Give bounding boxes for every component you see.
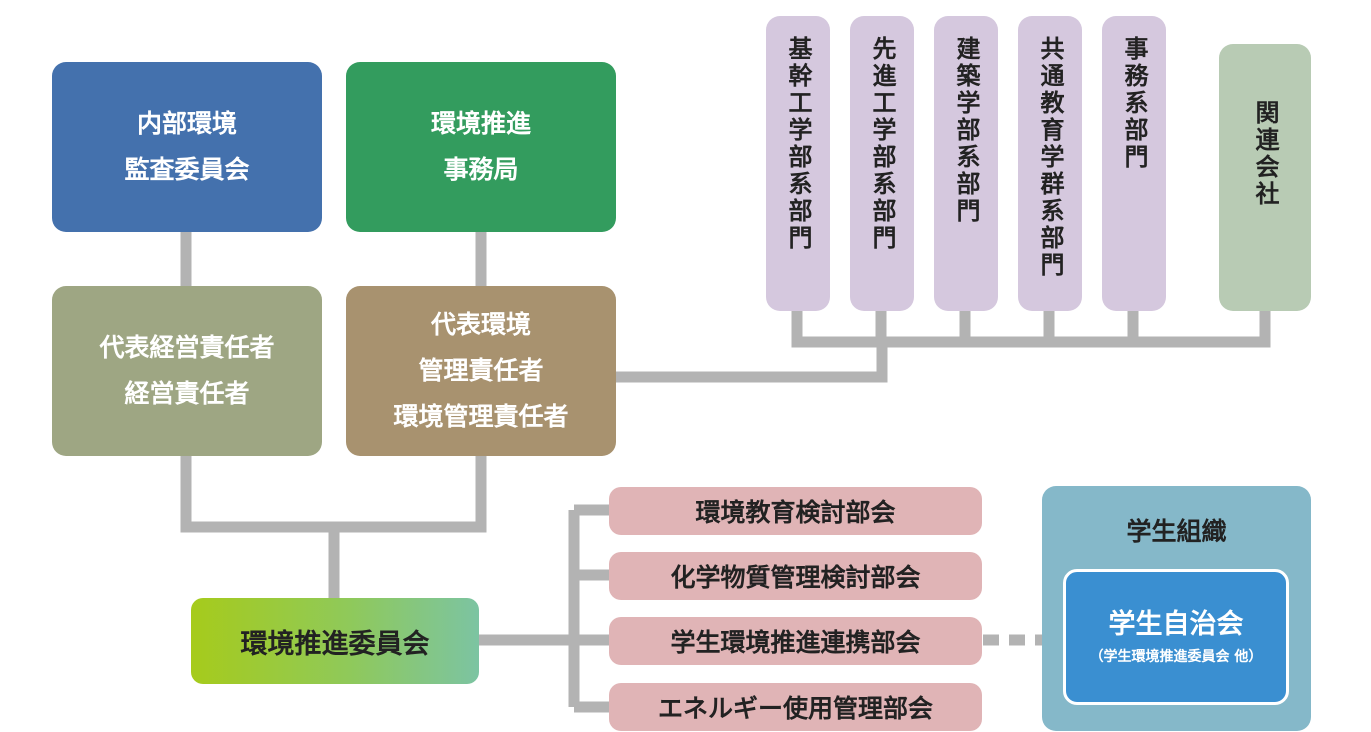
connector-executive-manager: [180, 452, 487, 533]
student-org-box: 学生組織 学生自治会 （学生環境推進委員会 他）: [1042, 486, 1311, 731]
connector-manager-departments: [612, 342, 888, 383]
env-manager-box: 代表環境 管理責任者 環境管理責任者: [346, 286, 616, 456]
department-label: 建築学部系部門: [952, 36, 980, 225]
executive-box: 代表経営責任者 経営責任者: [52, 286, 322, 456]
department-box-4: 共通教育学群系部門: [1018, 16, 1082, 311]
manager-line3: 環境管理責任者: [393, 402, 569, 431]
audit-committee-box: 内部環境 監査委員会: [52, 62, 322, 232]
student-org-title: 学生組織: [1126, 517, 1227, 546]
subcommittee-label: 化学物質管理検討部会: [670, 563, 921, 592]
subcommittee-box-3: 学生環境推進連携部会: [609, 617, 982, 665]
department-box-1: 基幹工学部系部門: [766, 16, 830, 311]
subcommittee-box-4: エネルギー使用管理部会: [609, 683, 982, 731]
subcommittee-box-2: 化学物質管理検討部会: [609, 552, 982, 600]
department-label: 基幹工学部系部門: [784, 36, 812, 252]
subcommittee-label: エネルギー使用管理部会: [657, 694, 933, 723]
department-label: 先進工学部系部門: [868, 36, 896, 252]
env-office-box: 環境推進 事務局: [346, 62, 616, 232]
department-box-3: 建築学部系部門: [934, 16, 998, 311]
subcommittee-box-1: 環境教育検討部会: [609, 487, 982, 535]
committee-label: 環境推進委員会: [240, 628, 430, 660]
manager-line1: 代表環境: [430, 310, 531, 339]
affiliate-box: 関連会社: [1219, 44, 1311, 311]
office-line2: 事務局: [443, 155, 519, 184]
department-box-5: 事務系部門: [1102, 16, 1166, 311]
manager-line2: 管理責任者: [418, 356, 544, 385]
department-label: 事務系部門: [1120, 36, 1148, 171]
audit-line1: 内部環境: [136, 109, 237, 138]
affiliate-label: 関連会社: [1251, 100, 1279, 208]
env-committee-box: 環境推進委員会: [191, 598, 479, 684]
executive-line2: 経営責任者: [124, 379, 250, 408]
student-council-box: 学生自治会 （学生環境推進委員会 他）: [1063, 569, 1289, 705]
subcommittee-label: 学生環境推進連携部会: [670, 628, 921, 657]
student-council-note: （学生環境推進委員会 他）: [1089, 649, 1263, 665]
department-label: 共通教育学群系部門: [1036, 36, 1064, 279]
audit-line2: 監査委員会: [124, 155, 250, 184]
department-box-2: 先進工学部系部門: [850, 16, 914, 311]
connector-department-bus: [791, 308, 1271, 348]
executive-line1: 代表経営責任者: [99, 333, 275, 362]
student-council-label: 学生自治会: [1108, 609, 1244, 640]
office-line1: 環境推進: [430, 109, 531, 138]
subcommittee-label: 環境教育検討部会: [695, 498, 896, 527]
